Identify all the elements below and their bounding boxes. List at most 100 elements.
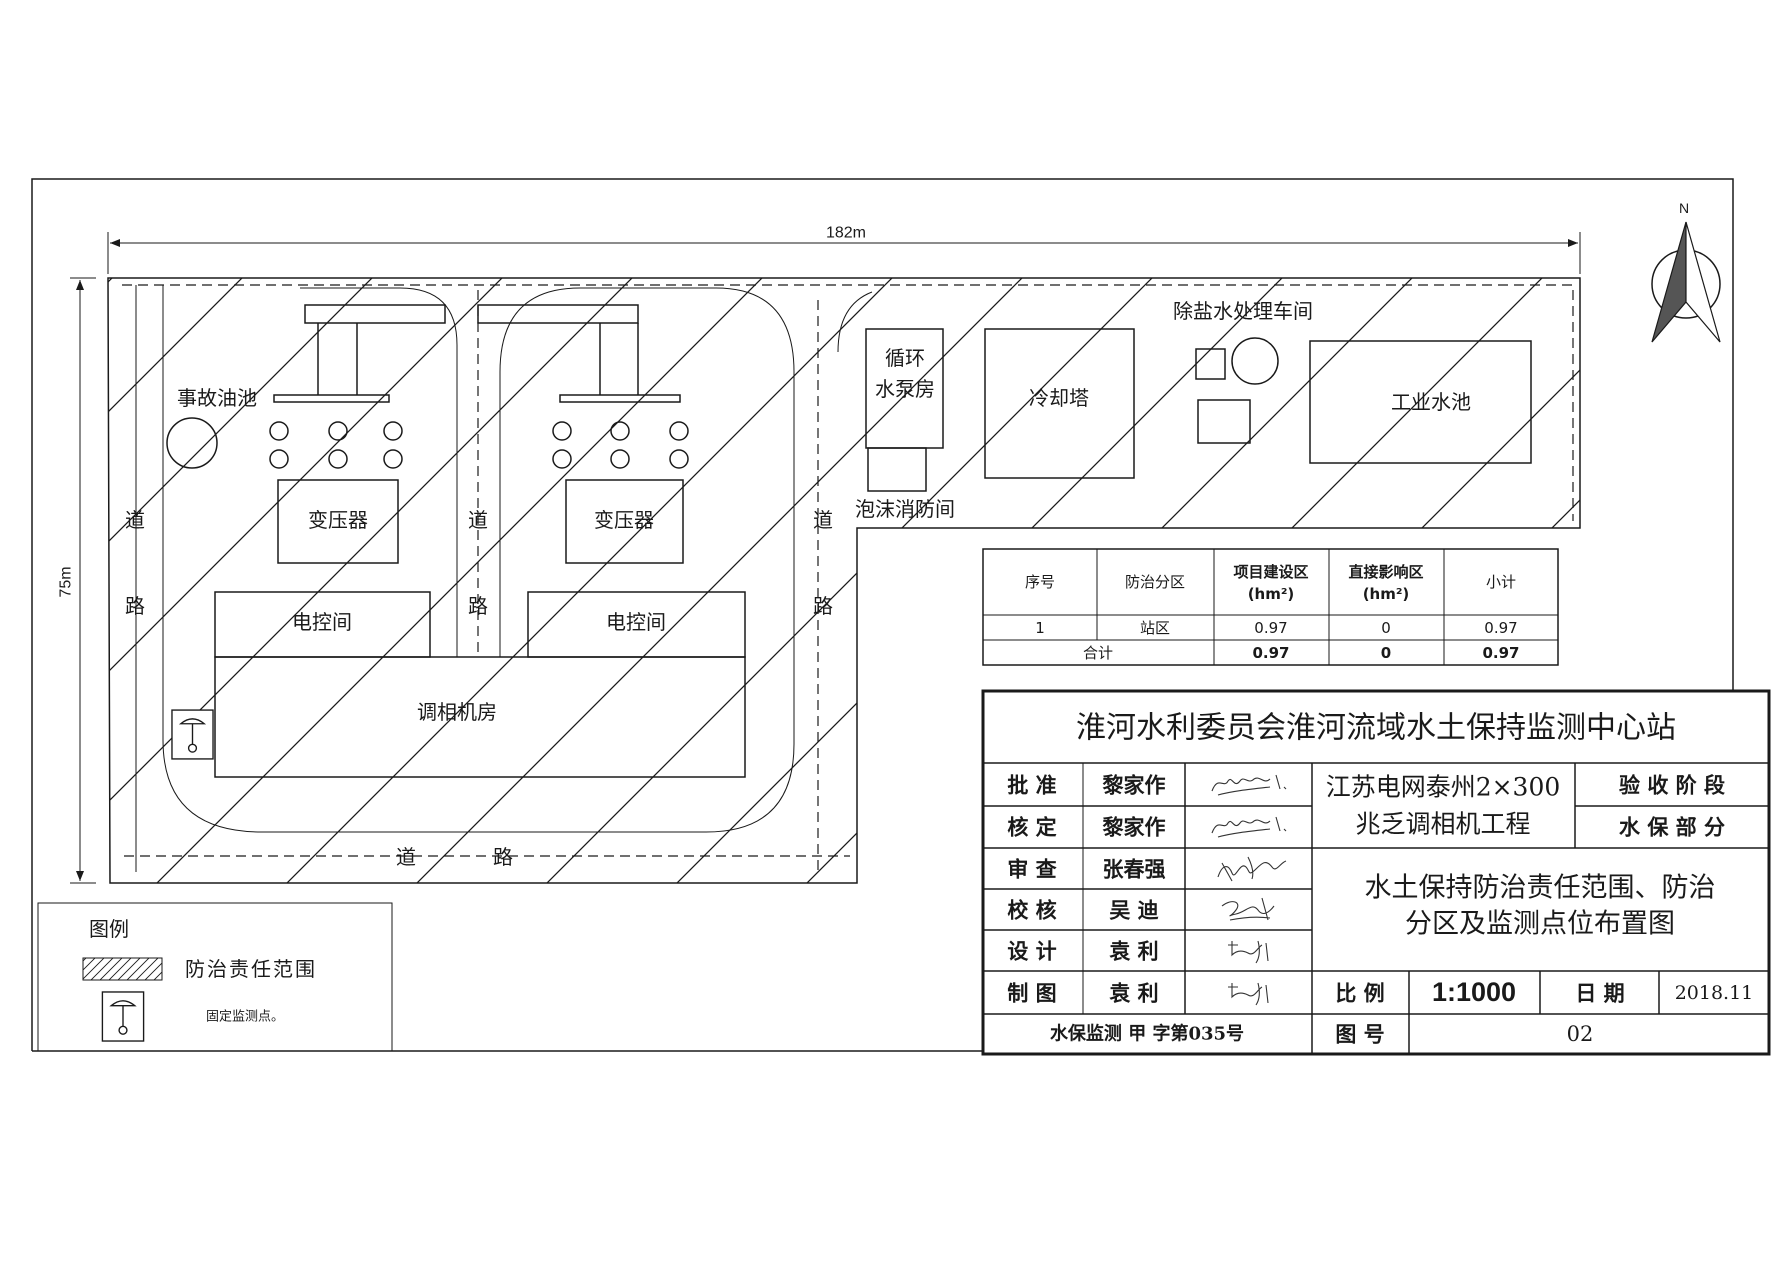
transformer-yard-right <box>477 304 689 564</box>
area-table-border <box>982 548 1559 666</box>
signoff-role-review: 审 查 <box>1007 857 1056 882</box>
north-arrow-light-half <box>1685 221 1721 343</box>
table-cell-no: 1 <box>1035 619 1045 637</box>
cooling-tower-label: 冷却塔 <box>1029 386 1089 410</box>
signoff-role-approve: 批 准 <box>1007 773 1056 798</box>
date-value: 2018.11 <box>1675 982 1754 1004</box>
table-header-subtotal: 小计 <box>1486 573 1516 591</box>
signature-review <box>1217 856 1287 882</box>
responsibility-area-boundary <box>107 277 1581 884</box>
north-arrow-dark-half <box>1651 221 1687 343</box>
legend-monitor-label: 固定监测点。 <box>206 1010 284 1025</box>
signoff-name-design: 袁 利 <box>1108 939 1158 964</box>
table-cell-zone: 站区 <box>1140 619 1170 637</box>
road-bottom-label-2: 路 <box>493 845 513 869</box>
project-name-line-1: 江苏电网泰州2×300 <box>1326 773 1561 802</box>
stage-label: 验 收 阶 段 <box>1619 773 1725 798</box>
desalination-tank <box>1231 337 1279 385</box>
road-left-loop-edge <box>300 287 458 657</box>
signoff-name-check: 吴 迪 <box>1109 898 1158 923</box>
road-middle-label-1: 道 <box>468 508 488 532</box>
road-right-label-1: 道 <box>813 508 833 532</box>
dimension-width-label: 182m <box>826 225 866 242</box>
bushing-right <box>552 449 572 469</box>
transformer-right <box>565 479 684 564</box>
transformer-right-label: 变压器 <box>594 508 654 532</box>
road-bottom-label-1: 道 <box>396 845 416 869</box>
road-right-label-2: 路 <box>813 594 833 618</box>
control-room-left-label: 电控间 <box>292 610 352 634</box>
drawing-title-line-2: 分区及监测点位布置图 <box>1405 909 1675 940</box>
bushing-right <box>669 421 689 441</box>
transformer-left <box>277 479 399 564</box>
transformer-left-label: 变压器 <box>308 508 368 532</box>
signature-verify <box>1211 816 1287 838</box>
table-header-zone: 防治分区 <box>1125 573 1185 591</box>
north-label: N <box>1679 200 1689 216</box>
bushing-left <box>328 421 348 441</box>
condenser-hall-label: 调相机房 <box>417 700 497 724</box>
drawing-number-label: 图 号 <box>1335 1022 1384 1047</box>
table-cell-subtotal: 0.97 <box>1484 619 1517 637</box>
certificate-number: 水保监测 甲 字第035号 <box>1050 1023 1244 1045</box>
legend-box <box>37 902 393 1052</box>
title-block-border <box>981 689 1771 1056</box>
drawing-number-value: 02 <box>1567 1022 1594 1046</box>
oil-pool <box>166 417 218 469</box>
bushing-right <box>552 421 572 441</box>
pump-house-label-2: 水泵房 <box>875 377 935 401</box>
road-middle-label-2: 路 <box>468 594 488 618</box>
signoff-name-approve: 黎家作 <box>1103 773 1166 798</box>
table-cell-construction: 0.97 <box>1254 619 1287 637</box>
table-header-no: 序号 <box>1025 573 1055 591</box>
organization-name: 淮河水利委员会淮河流域水土保持监测中心站 <box>1076 711 1676 746</box>
desalination-workshop-label: 除盐水处理车间 <box>1173 299 1313 323</box>
gantry-beam-right <box>477 304 639 324</box>
busbar-right <box>559 394 681 403</box>
bushing-left <box>328 449 348 469</box>
title-block-grid <box>983 762 1769 1054</box>
table-cell-influence: 0 <box>1381 619 1391 637</box>
signoff-role-verify: 核 定 <box>1007 815 1056 840</box>
table-total-label: 合计 <box>1083 644 1113 662</box>
table-header-influence-unit: (hm²) <box>1363 585 1410 603</box>
condenser-hall <box>214 656 746 778</box>
area-table: 序号 防治分区 项目建设区 (hm²) 直接影响区 (hm²) 小计 1 站区 … <box>982 548 1559 666</box>
monitoring-point-icon <box>171 709 214 760</box>
road-network <box>124 285 850 872</box>
drawing-title-line-1: 水土保持防治责任范围、防治 <box>1365 873 1716 904</box>
title-block: 淮河水利委员会淮河流域水土保持监测中心站 批 准 黎家作 核 定 黎家作 审 查… <box>981 689 1771 1056</box>
legend-monitoring-point-icon <box>101 991 145 1042</box>
signature-check <box>1221 897 1275 921</box>
industrial-pool-label: 工业水池 <box>1391 390 1471 414</box>
table-header-influence: 直接影响区 <box>1348 563 1423 581</box>
signoff-role-design: 设 计 <box>1007 939 1056 964</box>
road-arc-right <box>837 291 873 353</box>
cooling-tower <box>984 328 1135 479</box>
legend-hatch-swatch <box>82 957 163 981</box>
foam-fire-room-label: 泡沫消防间 <box>855 497 955 521</box>
signature-approve <box>1211 774 1287 796</box>
road-left-label-2: 路 <box>125 594 145 618</box>
pump-house-label-1: 循环 <box>885 346 925 370</box>
signoff-name-draft: 袁 利 <box>1108 981 1158 1006</box>
dimension-height: 75m <box>58 277 96 884</box>
sheet-frame <box>31 178 1734 1051</box>
signature-draft <box>1228 982 1269 1006</box>
signoff-role-draft: 制 图 <box>1007 981 1056 1006</box>
legend-title: 图例 <box>89 917 129 941</box>
legend-hatch-label: 防治责任范围 <box>185 957 317 981</box>
table-total-construction: 0.97 <box>1252 644 1289 662</box>
north-arrow-icon: N <box>1651 200 1721 343</box>
control-room-right-label: 电控间 <box>606 610 666 634</box>
transformer-yard-left <box>269 304 446 564</box>
busbar-left <box>273 394 390 403</box>
industrial-pool <box>1309 340 1532 464</box>
bushing-right <box>669 449 689 469</box>
bushing-right <box>610 421 630 441</box>
road-ring <box>162 285 795 833</box>
bushing-left <box>269 449 289 469</box>
bushing-left <box>269 421 289 441</box>
signature-design <box>1228 940 1269 964</box>
dimension-width: 182m <box>107 225 1581 274</box>
